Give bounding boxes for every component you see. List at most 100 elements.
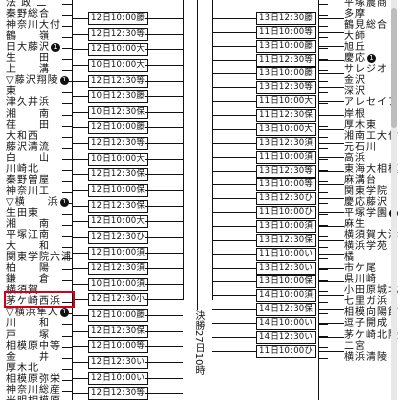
bracket-connector <box>212 295 256 297</box>
bracket-connector <box>318 309 344 311</box>
scrollbar-track[interactable] <box>391 0 397 400</box>
left-match-schedule: 12日12:30い <box>88 355 149 369</box>
team-tick <box>318 302 328 304</box>
bracket-connector <box>318 115 344 117</box>
team-name: 小田原城北 <box>344 285 399 297</box>
left-match-schedule: 12日12:30保 <box>88 199 149 213</box>
bracket-connector <box>145 330 183 332</box>
right-team-row: 県川崎 <box>344 274 377 286</box>
bracket-connector <box>145 221 183 223</box>
team-tick <box>62 81 72 83</box>
team-tick <box>62 247 72 249</box>
team-tick <box>62 26 72 28</box>
bracket-connector <box>145 315 183 317</box>
bracket-connector <box>318 142 344 144</box>
team-tick <box>62 269 72 271</box>
team-name: 平塚農商 <box>344 0 388 9</box>
team-name: アレセイア <box>344 97 399 109</box>
left-team-row: 東 <box>6 86 17 98</box>
bracket-connector <box>72 252 88 254</box>
left-team-row: 秦野曽屋 <box>6 175 50 187</box>
left-match-schedule: 12日10:00保 <box>88 183 149 197</box>
team-tick <box>318 136 328 138</box>
right-match-schedule: 11日12:30保 <box>256 109 317 123</box>
bracket-connector <box>72 158 88 160</box>
team-name: 生 田 <box>6 53 50 65</box>
left-match-schedule: 12日12:30ひ <box>88 230 149 244</box>
right-team-row: 逗子開成 <box>344 318 388 330</box>
team-tick <box>62 302 72 304</box>
right-team-row: 東海大相模1 <box>344 164 400 176</box>
right-team-row: 小田原城北 <box>344 285 399 297</box>
team-name: 鎌 倉 <box>6 274 50 286</box>
left-match-schedule: 10日10:00大 <box>88 58 149 72</box>
team-tick <box>62 37 72 39</box>
team-tick <box>318 15 328 17</box>
team-name: 七里ガ浜 <box>344 296 388 308</box>
bracket-connector <box>318 253 344 255</box>
bracket-connector <box>212 73 256 75</box>
team-name: サレジオ <box>344 64 388 76</box>
bracket-connector <box>212 31 256 33</box>
bracket-connector <box>212 128 256 130</box>
left-match-schedule: 12日12:30等 <box>88 137 149 151</box>
left-team-row: 大 和 <box>6 241 50 253</box>
team-name: 県川崎 <box>344 274 377 286</box>
left-team-row: 厚木北 <box>6 363 39 375</box>
team-name: 旭丘 <box>344 42 366 54</box>
team-tick <box>62 180 72 182</box>
team-tick <box>318 103 328 105</box>
team-name: 横須賀 <box>6 285 39 297</box>
left-match-schedule: 10日12:30保 <box>88 105 149 119</box>
bracket-connector <box>318 73 344 75</box>
bracket-connector <box>318 295 344 297</box>
team-name: 多摩 <box>344 9 366 21</box>
right-match-schedule: 11日10:00等 <box>256 25 317 39</box>
left-match-schedule: 12日10:00大 <box>88 43 149 57</box>
team-name: 慶応藤沢 <box>344 196 388 208</box>
right-match-schedule: 14日10:00須 <box>256 289 317 303</box>
team-tick <box>318 114 328 116</box>
left-match-schedule: 12日12:30小 <box>88 293 149 307</box>
team-tick <box>318 324 328 326</box>
bracket-connector <box>212 170 256 172</box>
left-match-schedule: 12日12:30保 <box>88 168 149 182</box>
left-team-row: 秦野総合 <box>6 9 50 21</box>
bracket-connector <box>318 18 344 19</box>
team-name: 岸根 <box>344 108 366 120</box>
team-tick <box>62 59 72 61</box>
right-match-schedule: 11日12:30等 <box>256 53 317 67</box>
team-tick <box>318 37 328 39</box>
team-name: 平塚江南 <box>6 230 50 242</box>
bracket-connector <box>145 18 183 19</box>
bracket-connector <box>212 156 256 158</box>
team-name: 慶応 <box>344 53 366 65</box>
team-tick <box>318 258 328 260</box>
team-tick <box>62 125 72 127</box>
left-match-schedule: 12日10:00い <box>88 371 149 385</box>
team-tick <box>318 213 328 215</box>
left-match-schedule: 10日10:00大 <box>88 152 149 166</box>
right-match-schedule: 11日10:00ひ <box>256 344 317 358</box>
team-marker: ▽ <box>6 75 15 87</box>
left-team-row: 生田東 <box>6 208 39 220</box>
team-name: 東 <box>6 86 17 98</box>
right-match-schedule: 13日10:00藤 <box>256 67 317 81</box>
team-tick <box>318 236 328 238</box>
left-team-row: 戸 塚 <box>6 330 50 342</box>
right-team-row: 旭丘 <box>344 42 366 54</box>
team-tick <box>318 48 328 50</box>
team-tick <box>318 125 328 127</box>
scrollbar-thumb[interactable] <box>391 8 397 128</box>
right-team-row: 七里ガ浜 <box>344 296 388 308</box>
bracket-connector <box>72 315 88 317</box>
seed-badge-icon: 1 <box>367 54 376 64</box>
bracket-connector <box>145 158 183 160</box>
bracket-connector <box>72 80 88 82</box>
right-match-schedule: 14日10:00い <box>256 317 317 331</box>
team-tick <box>62 390 72 392</box>
bracket-connector <box>212 253 256 255</box>
right-team-row: 岸根 <box>344 109 366 121</box>
